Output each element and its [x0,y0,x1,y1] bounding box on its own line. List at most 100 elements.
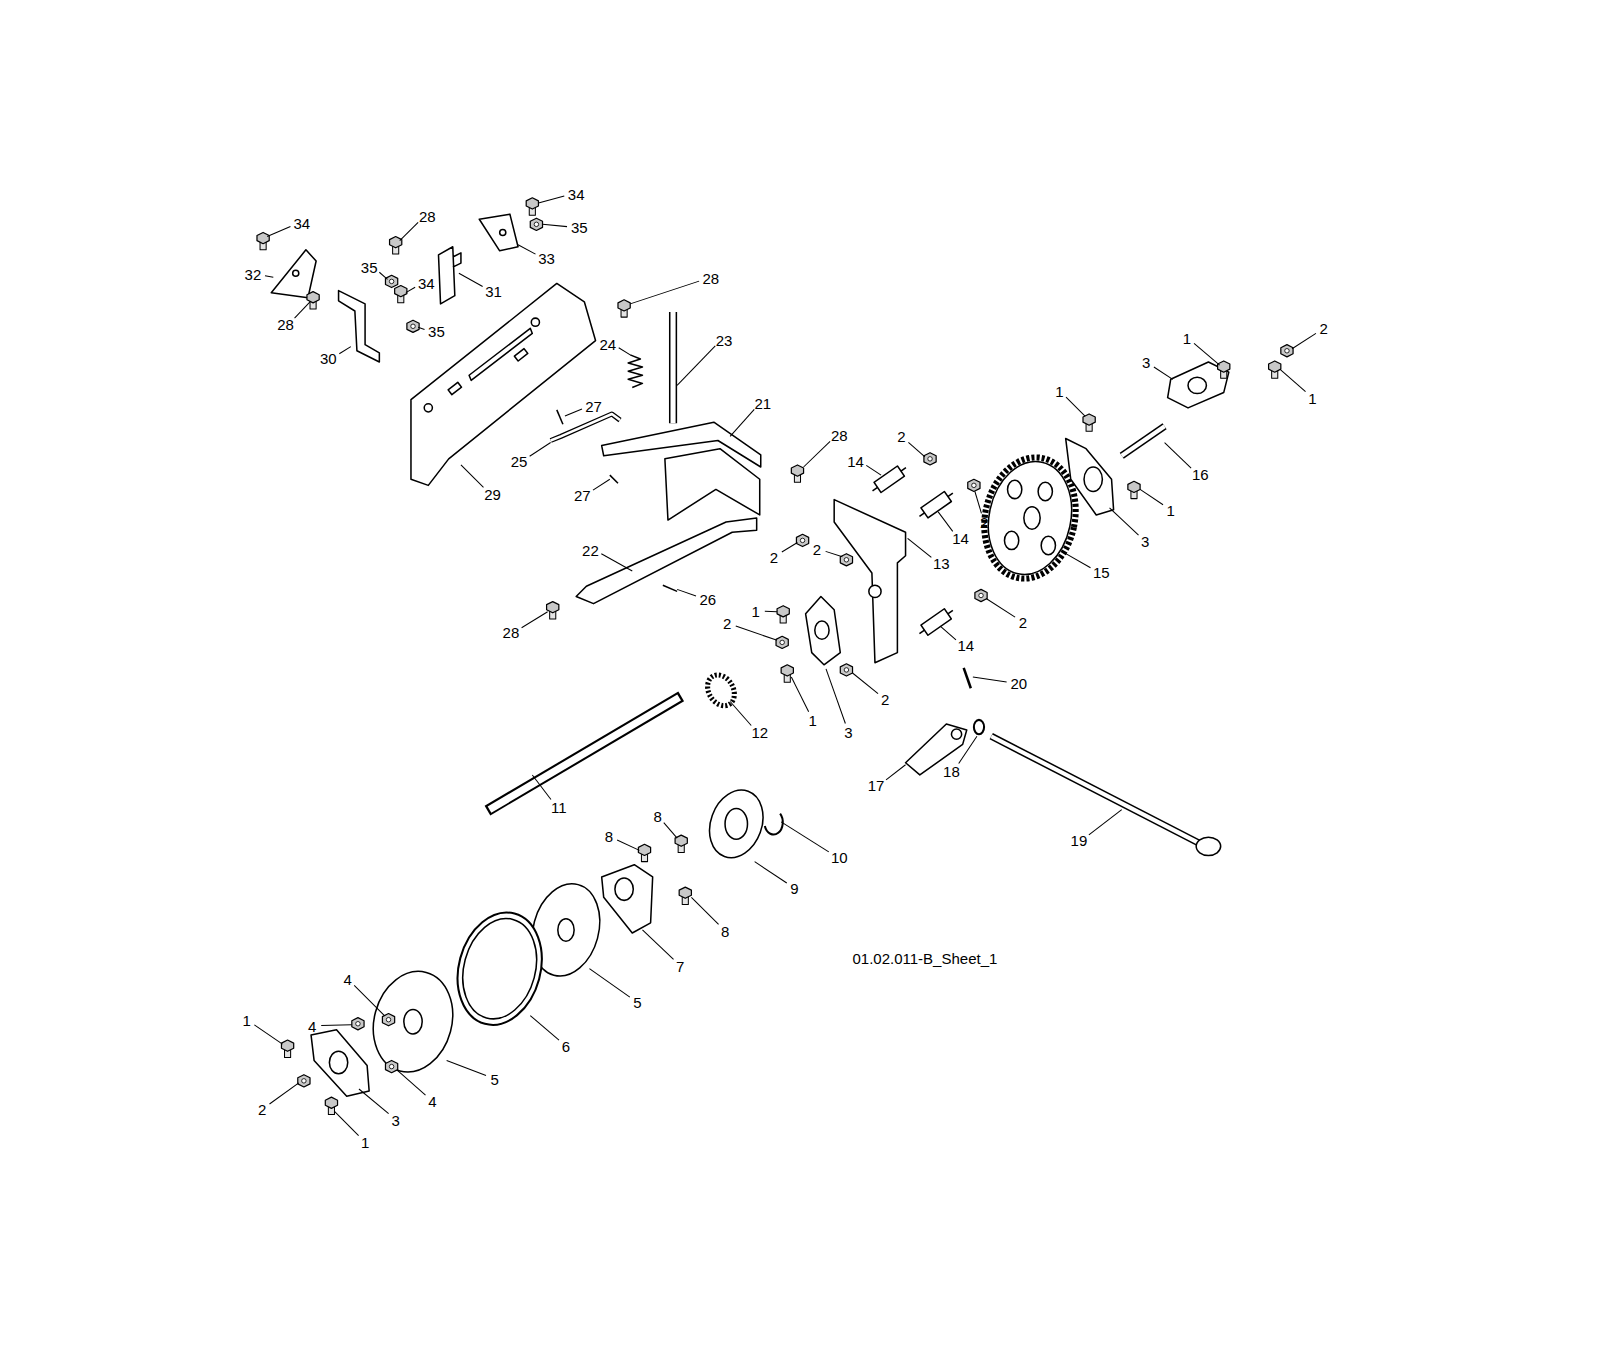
leader-line [973,677,1007,682]
leader-line [826,669,845,724]
nut [298,1075,310,1087]
bolt [281,1040,293,1057]
leader-line [321,1024,352,1026]
bolt [325,1097,337,1114]
leader-line [853,673,879,694]
callout-number: 3 [391,1112,399,1127]
callout-number: 27 [574,487,591,502]
leader-line [781,822,829,852]
callout-number: 4 [308,1018,316,1033]
leader-line [730,702,751,726]
bolt [781,665,793,682]
spacer [948,493,953,497]
belt [446,903,554,1034]
nut [975,589,987,601]
callout-number: 28 [831,428,848,443]
leader-line [295,302,310,318]
hub [700,783,772,866]
leader-line [522,612,548,628]
pulley-half [362,962,463,1081]
leader-line [530,1016,559,1041]
spacer [901,468,906,472]
callout-number: 8 [605,829,613,844]
spacer [869,463,909,496]
callout-number: 28 [702,271,719,286]
callout-number: 16 [1192,467,1209,482]
belt [452,910,547,1027]
hole [500,229,506,235]
pinion [702,670,740,710]
hole [293,270,299,276]
callout-number: 35 [361,260,378,275]
leader-line [959,736,977,763]
callout-number: 2 [813,541,821,556]
leader-line [677,589,696,596]
nut [1281,345,1293,357]
bolt [1128,481,1140,498]
nut [407,320,419,332]
callout-number: 35 [571,220,588,235]
spacer [873,487,878,491]
bearing [329,1051,347,1073]
bolt [526,198,538,215]
hub-flange [602,865,653,933]
callout-number: 14 [957,638,974,653]
callout-number: 14 [847,453,864,468]
ring [974,720,984,734]
leader-line [532,775,551,800]
spacer [919,630,924,634]
spacer [921,492,951,518]
leader-line [1194,343,1220,365]
callout-number: 2 [897,429,905,444]
callout-number: 35 [428,324,445,339]
bolt [777,606,789,623]
hole [1041,536,1055,554]
leader-line [630,281,699,304]
callout-number: 25 [511,453,528,468]
pin [663,585,677,591]
callout-number: 28 [419,209,436,224]
nut [796,534,808,546]
callout-number: 4 [428,1094,436,1109]
hole [951,729,961,739]
callout-number: 3 [1142,354,1150,369]
callout-number: 8 [721,923,729,938]
gear [978,454,1082,583]
bracket [439,247,461,304]
leader-line [334,1111,358,1135]
leader-line [940,626,956,640]
callout-number: 3 [1141,534,1149,549]
callout-number: 33 [538,250,555,265]
callout-number: 4 [344,971,352,986]
leader-line [1110,508,1139,535]
leader-line [826,551,843,556]
parts [257,198,1293,1115]
leader-line [447,1060,486,1075]
callout-number: 10 [831,849,848,864]
rod [669,312,677,423]
leader-line [254,1025,282,1044]
callout-number: 28 [277,317,294,332]
bearing-flange [1066,438,1114,514]
callout-number: 28 [503,625,520,640]
callout-number: 18 [943,763,960,778]
callout-number: 26 [699,591,716,606]
shaft [1122,426,1165,456]
nut [352,1018,364,1030]
callout-number: 20 [1010,676,1027,691]
bearing-flange [806,597,841,665]
leader-line [530,443,551,457]
callout-number: 7 [676,958,684,973]
nut [385,1060,397,1072]
spacer [916,605,956,638]
spring [628,355,642,388]
nut [385,275,397,287]
leader-line [938,512,953,532]
nut [924,453,936,465]
callout-number: 9 [790,881,798,896]
shaft-end [1196,837,1220,855]
nut [968,479,980,491]
callout-number: 14 [952,531,969,546]
callout-number: 2 [1319,321,1327,336]
spacer [919,513,924,517]
